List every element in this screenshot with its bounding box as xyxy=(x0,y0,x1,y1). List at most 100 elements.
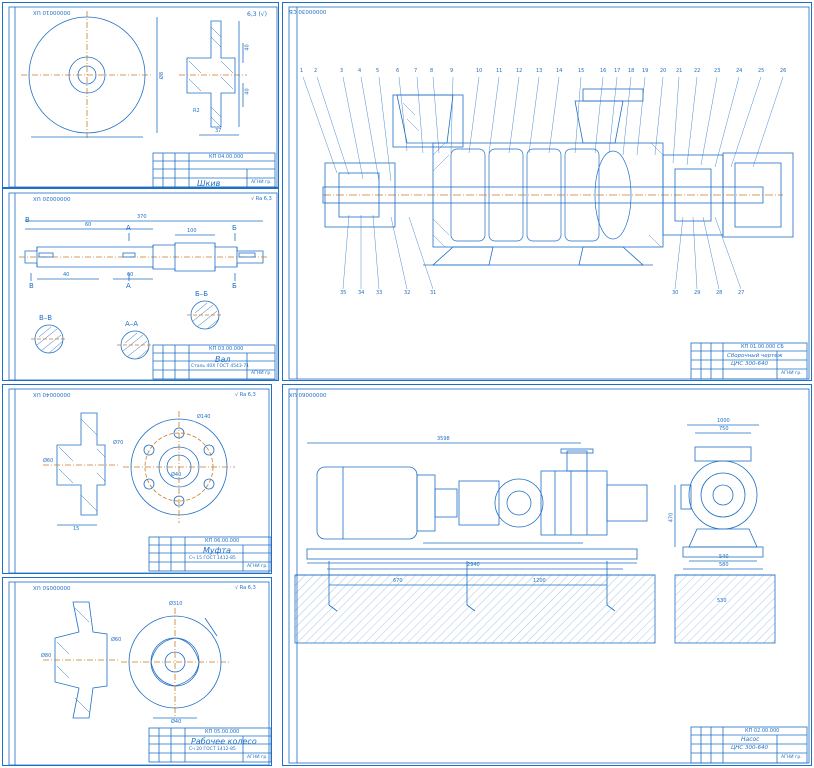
callout-number: 2 xyxy=(314,68,318,74)
drawing-sheet-pulley[interactable]: 00000010 UX 6,3 (√) 40 40 R2 37 Ø8 КП 04… xyxy=(2,2,279,188)
sheet-stamp: 00000050 UX xyxy=(33,584,71,590)
material-label: Сч 20 ГОСТ 1412-85 xyxy=(189,747,236,752)
section-letter: А xyxy=(126,224,131,232)
dimension-label: 1200 xyxy=(533,578,546,584)
callout-number: 11 xyxy=(496,68,503,74)
pulley-drawing xyxy=(8,6,278,188)
drawing-title: Муфта xyxy=(203,546,232,555)
callout-number: 27 xyxy=(738,290,745,296)
dimension-label: Ø140 xyxy=(197,414,211,420)
dimension-label: 37 xyxy=(215,128,222,134)
drawing-title: Рабочее колесо xyxy=(191,737,257,746)
section-letter: А xyxy=(126,282,131,290)
sheet-stamp: 00000020 UX xyxy=(33,195,71,201)
dimension-label: Ø40 xyxy=(171,472,182,478)
organization-label: АГНИ гр. xyxy=(247,564,268,569)
drawing-sheet-coupling[interactable]: 00000040 UX √ Ra 6,3 Ø140 Ø60 Ø40 Ø70 15… xyxy=(2,384,272,574)
roughness-mark: √ Ra 6,3 xyxy=(251,196,272,202)
callout-number: 19 xyxy=(642,68,649,74)
dimension-label: Ø8 xyxy=(159,71,166,80)
dimension-label: Ø70 xyxy=(113,440,124,446)
impeller-drawing xyxy=(8,581,272,766)
callout-number: 4 xyxy=(358,68,362,74)
material-label: Сч 15 ГОСТ 1412-85 xyxy=(189,556,236,561)
organization-label: АГНИ гр. xyxy=(251,180,272,185)
callout-number: 13 xyxy=(536,68,543,74)
callout-number: 25 xyxy=(758,68,765,74)
sheet-stamp: 00000060 UX xyxy=(289,391,327,397)
callout-number: 10 xyxy=(476,68,483,74)
drawing-sheet-impeller[interactable]: 00000050 UX √ Ra 6,3 Ø310 Ø80 Ø40 Ø60 КП… xyxy=(2,577,272,766)
callout-number: 3 xyxy=(340,68,344,74)
drawing-subtitle: ЦНС 300-640 xyxy=(731,361,768,367)
dimension-label: 60 xyxy=(85,222,92,228)
dimension-label: 100 xyxy=(187,228,197,234)
section-letter: В xyxy=(25,216,30,224)
drawing-sheet-shaft[interactable]: 00000020 UX √ Ra 6,3 370 100 40 60 60 А … xyxy=(2,188,279,381)
dimension-label: 60 xyxy=(127,272,134,278)
dimension-label: Ø40 xyxy=(171,719,182,725)
dimension-label: 1000 xyxy=(717,418,730,424)
dimension-label: 530 xyxy=(717,598,727,604)
callout-number: 14 xyxy=(556,68,563,74)
callout-number: 9 xyxy=(450,68,454,74)
callout-number: 22 xyxy=(694,68,701,74)
callout-number: 1 xyxy=(300,68,304,74)
callout-number: 26 xyxy=(780,68,787,74)
drawing-code: КП 01.00.000 СБ xyxy=(741,344,784,350)
callout-number: 17 xyxy=(614,68,621,74)
callout-number: 7 xyxy=(414,68,418,74)
section-letter: Б xyxy=(232,282,237,290)
drawing-code: КП 04.00.000 xyxy=(209,154,244,160)
dimension-label: 40 xyxy=(244,88,251,95)
dimension-label: Ø60 xyxy=(43,458,54,464)
organization-label: АГНИ гр. xyxy=(781,371,802,376)
callout-number: 32 xyxy=(404,290,411,296)
roughness-mark: √ Ra 6,3 xyxy=(235,392,256,398)
callout-number: 12 xyxy=(516,68,523,74)
dimension-label: 15 xyxy=(73,526,80,532)
dimension-label: 540 xyxy=(719,554,729,560)
callout-number: 34 xyxy=(358,290,365,296)
callout-number: 33 xyxy=(376,290,383,296)
drawing-title: Вал xyxy=(215,355,231,364)
drawing-code: КП 02.00.000 xyxy=(745,728,780,734)
callout-number: 5 xyxy=(376,68,380,74)
drawing-title: Шкив xyxy=(197,179,221,188)
dimension-label: 370 xyxy=(137,214,147,220)
dimension-label: Ø80 xyxy=(41,653,52,659)
organization-label: АГНИ гр. xyxy=(781,755,802,760)
section-title: А–А xyxy=(125,320,139,328)
drawing-sheet-pump-unit[interactable]: 00000060 UX 3598 2940 670 1200 1000 750 … xyxy=(282,384,812,766)
roughness-mark: 6,3 (√) xyxy=(247,11,267,18)
section-title: В–В xyxy=(39,314,53,322)
organization-label: АГНИ гр. xyxy=(251,371,272,376)
drawing-code: КП 06.00.000 xyxy=(205,538,240,544)
callout-number: 6 xyxy=(396,68,400,74)
dimension-label: 750 xyxy=(719,426,729,432)
callout-number: 30 xyxy=(672,290,679,296)
roughness-mark: √ Ra 6,3 xyxy=(235,585,256,591)
section-letter: В xyxy=(29,282,34,290)
callout-number: 15 xyxy=(578,68,585,74)
dimension-label: 670 xyxy=(393,578,403,584)
drawing-title: Сборочный чертеж xyxy=(727,353,783,359)
callout-number: 8 xyxy=(430,68,434,74)
pump-unit-drawing xyxy=(288,388,810,764)
callout-number: 31 xyxy=(430,290,437,296)
section-letter: Б xyxy=(232,224,237,232)
callout-number: 35 xyxy=(340,290,347,296)
sheet-stamp: 00000040 UX xyxy=(33,391,71,397)
drawing-subtitle: ЦНС 300-640 xyxy=(731,745,768,751)
callout-number: 29 xyxy=(694,290,701,296)
dimension-label: 3598 xyxy=(437,436,450,442)
sheet-stamp: 00000010 UX xyxy=(33,9,71,15)
dimension-label: 40 xyxy=(63,272,70,278)
dimension-label: 2940 xyxy=(467,562,480,568)
callout-number: 16 xyxy=(600,68,607,74)
section-title: Б–Б xyxy=(195,290,209,298)
dimension-label: 580 xyxy=(719,562,729,568)
dimension-label: R2 xyxy=(193,108,200,114)
dimension-label: Ø310 xyxy=(169,601,183,607)
